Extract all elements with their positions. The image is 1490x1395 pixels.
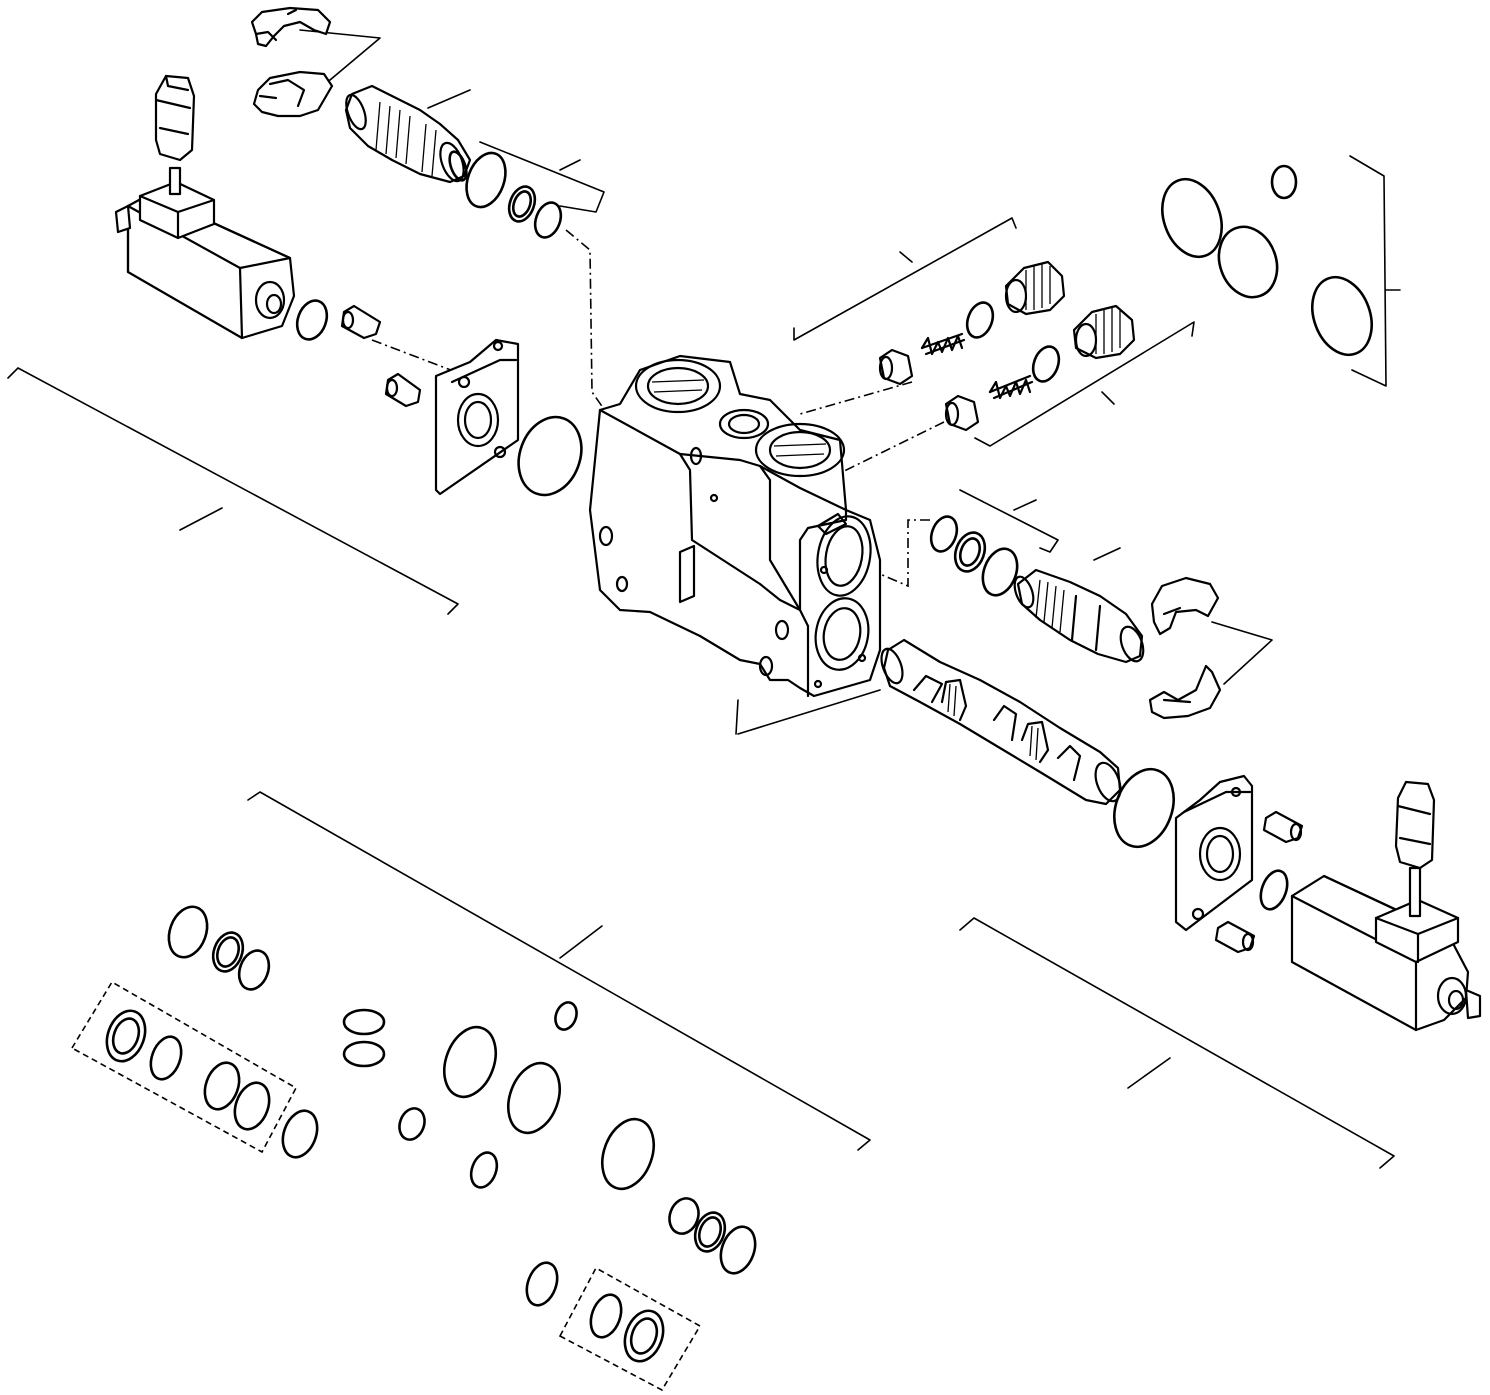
o-rings-top-right (1161, 164, 1373, 357)
bracket-top-seals (479, 141, 605, 213)
o-ring-solenoid-left (295, 299, 329, 341)
check-plug-lower (1072, 304, 1136, 360)
bolt-lower-left (384, 372, 422, 408)
spool (880, 638, 1122, 806)
check-poppet-lower (944, 394, 980, 432)
solenoid-left (114, 74, 296, 340)
check-plug-upper (1004, 260, 1066, 316)
bracket-left-solenoid (7, 367, 459, 615)
relief-valve-right (1013, 568, 1145, 664)
o-ring-solenoid-right (1259, 869, 1289, 911)
retainer-clip-lower (252, 70, 334, 118)
retainer-clip-right-upper (1150, 576, 1220, 636)
bolt-upper-left (340, 304, 382, 340)
valve-body (588, 354, 882, 698)
bolt-lower-right (1214, 920, 1256, 954)
bracket-top-right-seals (1349, 155, 1387, 387)
check-spring-lower (988, 374, 1034, 400)
seal-group-left (70, 980, 298, 1154)
o-ring-check-lower (1031, 345, 1061, 383)
bracket-right-seals (959, 489, 1059, 553)
solenoid-right (1290, 780, 1482, 1032)
retainer-clip-upper (250, 6, 332, 48)
o-rings-right (929, 515, 1019, 597)
o-ring-check-upper (965, 301, 995, 339)
bracket-seal-kit (247, 791, 871, 1151)
check-poppet-upper (878, 348, 914, 386)
bracket-right-clips (1211, 621, 1273, 685)
seal-kit (70, 905, 757, 1392)
o-rings-top (465, 151, 563, 239)
bracket-right-solenoid (959, 917, 1395, 1169)
bolt-upper-right (1262, 810, 1304, 844)
bracket-check-lower (974, 321, 1195, 447)
check-spring-upper (920, 332, 966, 356)
relief-valve-upper (344, 84, 472, 184)
seal-group-right (558, 1266, 702, 1392)
retainer-clip-right-lower (1148, 664, 1222, 720)
flange-plate-right (1174, 774, 1254, 932)
callout-brackets (7, 29, 1401, 1169)
bracket-check-upper (793, 217, 1017, 341)
assembly-centerlines (371, 229, 945, 588)
flange-plate-left (434, 338, 520, 496)
bracket-spool (737, 689, 881, 735)
o-ring-spool-end (1113, 767, 1175, 849)
o-ring-body-left (517, 415, 583, 497)
